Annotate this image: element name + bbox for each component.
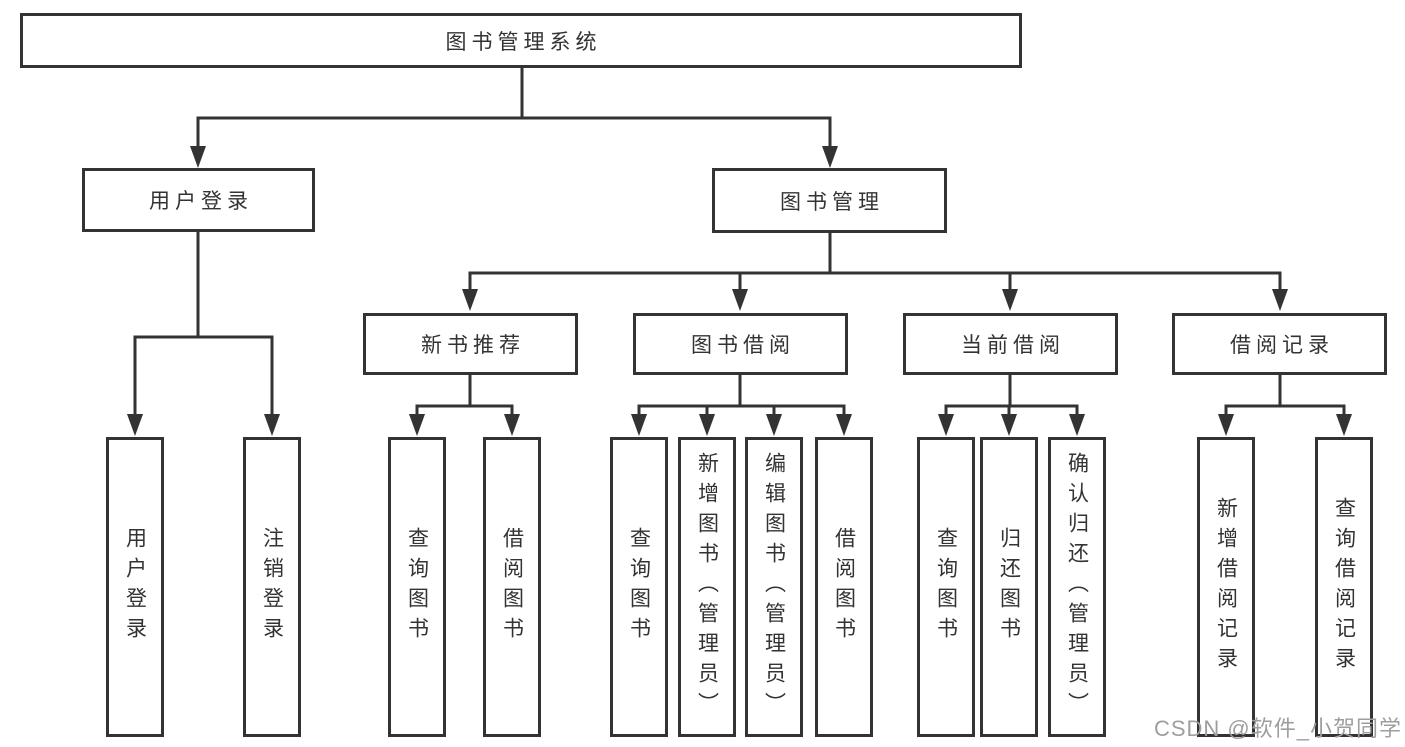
- connector-current-to-leaves: [938, 375, 1085, 436]
- leaf-user-login-label: 用户登录: [123, 527, 147, 647]
- node-new-book-recommendation: 新书推荐: [363, 313, 578, 375]
- node-root-system-label: 图书管理系统: [445, 30, 602, 54]
- leaf-borrow-books-borrowing-label: 借阅图书: [832, 527, 856, 647]
- leaf-add-borrow-record-label: 新增借阅记录: [1214, 497, 1238, 677]
- leaf-query-books-recommend: 查询图书: [388, 437, 446, 737]
- leaf-borrow-books-borrowing: 借阅图书: [815, 437, 873, 737]
- leaf-add-books-admin: 新增图书（管理员）: [678, 437, 736, 737]
- leaf-query-borrow-record-label: 查询借阅记录: [1332, 497, 1356, 677]
- node-user-login-group: 用户登录: [82, 168, 315, 232]
- leaf-query-books-borrowing-label: 查询图书: [627, 527, 651, 647]
- node-book-borrowing: 图书借阅: [633, 313, 848, 375]
- connector-user-login-to-leaves: [127, 232, 280, 436]
- leaf-logout: 注销登录: [243, 437, 301, 737]
- leaf-query-books-current: 查询图书: [917, 437, 975, 737]
- connector-borrowing-to-leaves: [631, 375, 852, 436]
- connector-root-to-level2: [190, 68, 838, 168]
- connector-book-management-to-level3: [462, 233, 1288, 311]
- node-book-borrowing-label: 图书借阅: [691, 334, 795, 357]
- connector-records-to-leaves: [1218, 375, 1352, 436]
- node-user-login-group-label: 用户登录: [149, 190, 253, 213]
- node-root-system: 图书管理系统: [20, 13, 1022, 68]
- csdn-watermark: CSDN @软件_小贺同学: [1153, 716, 1402, 741]
- leaf-confirm-return-admin-label: 确认归还（管理员）: [1065, 452, 1089, 722]
- connector-recommend-to-leaves: [409, 375, 520, 436]
- leaf-borrow-books-recommend: 借阅图书: [483, 437, 541, 737]
- leaf-return-books-label: 归还图书: [997, 527, 1021, 647]
- leaf-add-borrow-record: 新增借阅记录: [1197, 437, 1255, 737]
- leaf-query-books-current-label: 查询图书: [934, 527, 958, 647]
- leaf-query-borrow-record: 查询借阅记录: [1315, 437, 1373, 737]
- leaf-edit-books-admin: 编辑图书（管理员）: [745, 437, 803, 737]
- leaf-logout-label: 注销登录: [260, 527, 284, 647]
- node-current-borrowing: 当前借阅: [903, 313, 1118, 375]
- leaf-edit-books-admin-label: 编辑图书（管理员）: [762, 452, 786, 722]
- node-current-borrowing-label: 当前借阅: [961, 334, 1065, 357]
- leaf-user-login: 用户登录: [106, 437, 164, 737]
- node-book-management-label: 图书管理: [780, 190, 884, 214]
- leaf-borrow-books-recommend-label: 借阅图书: [500, 527, 524, 647]
- leaf-confirm-return-admin: 确认归还（管理员）: [1048, 437, 1106, 737]
- leaf-return-books: 归还图书: [980, 437, 1038, 737]
- leaf-add-books-admin-label: 新增图书（管理员）: [695, 452, 719, 722]
- node-book-management: 图书管理: [712, 168, 947, 233]
- node-borrowing-records: 借阅记录: [1172, 313, 1387, 375]
- leaf-query-books-recommend-label: 查询图书: [405, 527, 429, 647]
- node-borrowing-records-label: 借阅记录: [1230, 334, 1334, 357]
- leaf-query-books-borrowing: 查询图书: [610, 437, 668, 737]
- node-new-book-recommendation-label: 新书推荐: [421, 334, 525, 357]
